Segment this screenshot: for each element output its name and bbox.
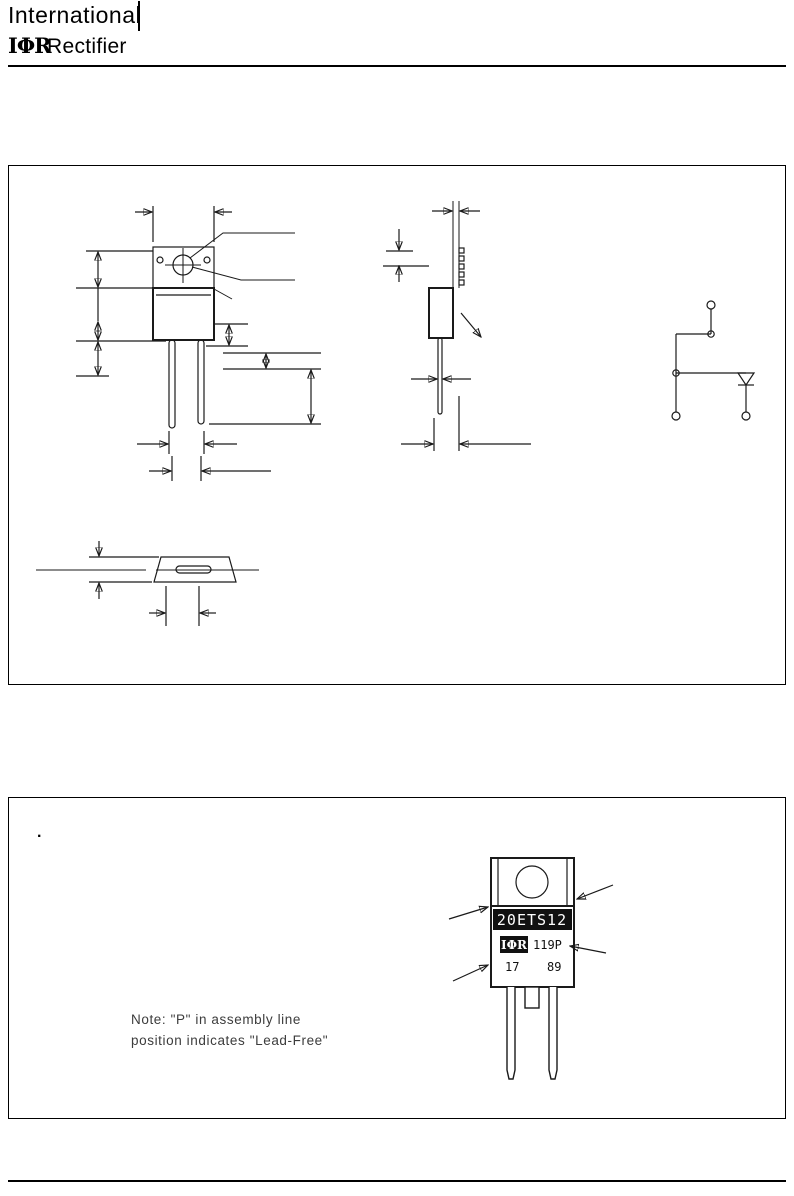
part-marking-drawing: 20ETS12 IΦR 119P 17 89 [448,857,614,1080]
stray-period: . [37,824,42,841]
marking-box: . 20ETS12 IΦR 119P [8,797,786,1119]
circuit-symbol [671,300,756,421]
lead-free-note: Note: "P" in assembly line position indi… [131,1010,328,1052]
header-rule [8,65,786,67]
bottom-view [36,556,259,583]
lead-left [168,339,176,429]
side-view-dimensions [383,211,531,451]
date-code-right: 89 [547,960,561,974]
center-stub [524,986,540,1009]
marked-package: 20ETS12 IΦR 119P 17 89 [490,857,575,1080]
note-line-2: position indicates "Lead-Free" [131,1032,329,1048]
ior-logo-mark: IΦR [8,33,52,58]
lead-right [548,987,558,1080]
outline-drawing [36,201,756,626]
part-number-text: 20ETS12 [497,911,567,929]
date-code-left: 17 [505,960,519,974]
package-body-front [152,287,215,341]
lead-right [197,339,205,425]
front-view [152,232,295,429]
footer-rule [8,1180,786,1182]
mounting-hole [515,865,549,899]
logo-vertical-bar [138,1,140,31]
assembly-code-text: 119P [533,938,562,952]
front-view-dimensions [76,206,321,481]
diode-icon [736,372,756,387]
ior-logo-box [500,936,528,953]
lead-side [437,337,443,415]
part-number-band [493,909,572,930]
package-body-side [428,287,454,339]
bottom-view-dimensions [89,541,216,626]
side-view [428,201,465,415]
logo-international-text: International [8,2,142,28]
ior-logo-text: IΦR [501,938,528,952]
marking-leaders [448,884,614,982]
logo-rectifier-text: Rectifier [47,35,127,58]
note-line-1: Note: "P" in assembly line [131,1012,301,1027]
outline-drawing-box [8,165,786,685]
lead-left [506,987,516,1080]
